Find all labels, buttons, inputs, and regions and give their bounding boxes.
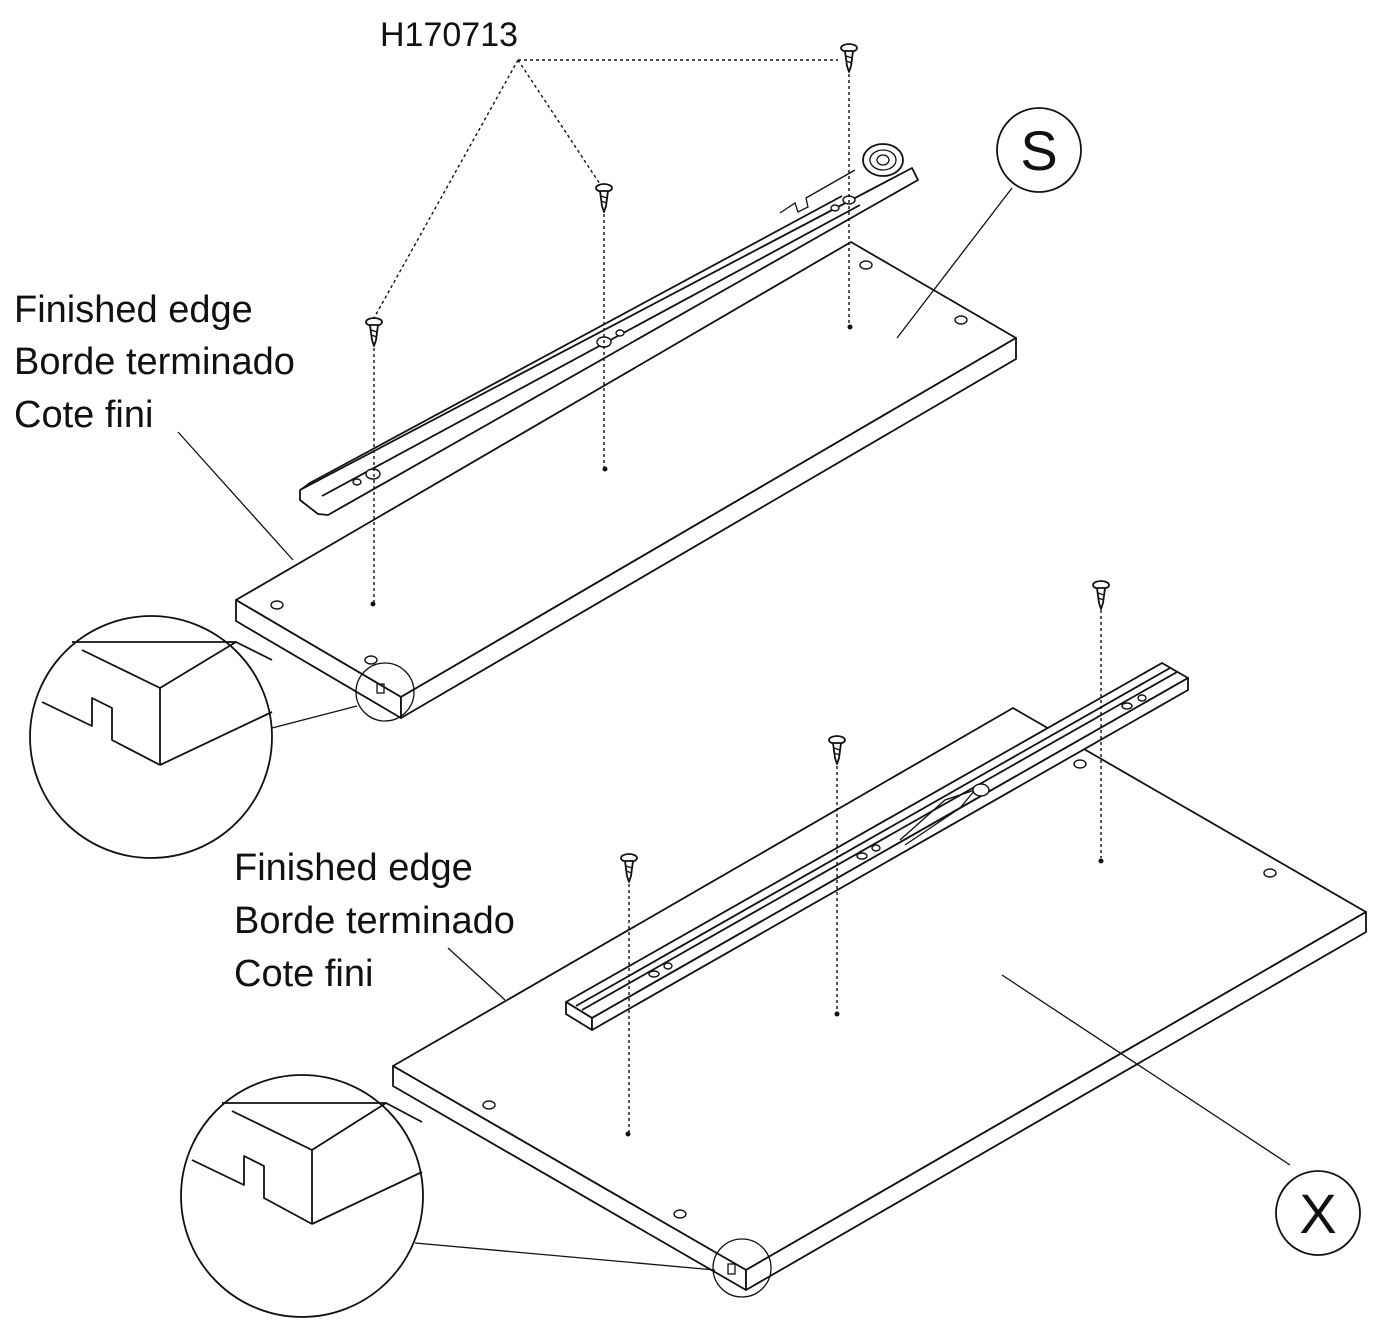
panel-x-hole — [673, 1209, 687, 1219]
panel-s-screw-mark — [847, 324, 853, 330]
slide-upper-hole — [830, 204, 840, 212]
detail-upper-edge — [235, 641, 273, 661]
detail-lower-slot — [191, 1155, 313, 1225]
slide-lower-hole — [663, 962, 673, 970]
leader-lower-edge — [447, 947, 506, 1001]
panel-s-hole — [954, 315, 968, 325]
detail-upper-edge — [159, 711, 273, 766]
slide-lower-hole — [871, 844, 881, 852]
detail-upper-edge — [81, 649, 161, 689]
callout-s-circle — [996, 107, 1082, 193]
roller-wheel-inner — [869, 149, 897, 171]
screw-icon — [828, 735, 846, 765]
leader-upper-detail — [271, 705, 358, 729]
slide-lower-hole — [1121, 702, 1133, 710]
leader-s — [896, 187, 1013, 339]
callout-x-circle — [1275, 1170, 1361, 1256]
panel-x — [392, 707, 1367, 1291]
detail-lower-block — [222, 1102, 387, 1224]
slide-lower-hole — [1137, 694, 1147, 702]
panel-s-hole — [859, 260, 873, 270]
part-number-label: H170713 — [380, 16, 518, 54]
panel-s-screw-mark — [370, 601, 376, 607]
screws — [365, 43, 1110, 883]
slide-upper-edge — [299, 483, 309, 491]
slide-upper-flange — [307, 195, 843, 485]
slide-lower-hole — [648, 970, 660, 978]
slide-lower-hole — [972, 783, 990, 797]
leader-lines — [177, 187, 1291, 1271]
screw-icon — [595, 183, 613, 213]
detail-lower-edge — [311, 1171, 423, 1225]
panel-x-side-edge — [745, 911, 1367, 1291]
panel-s-side-edge — [400, 337, 1017, 719]
lower-edge-label-es: Borde terminado — [234, 900, 515, 942]
screw-icon — [365, 317, 383, 347]
upper-corner-highlight — [355, 662, 415, 722]
slide-lower-groove — [575, 667, 1171, 1007]
detail-upper — [29, 615, 273, 859]
detail-lower — [180, 1074, 424, 1318]
panel-s-screw-mark — [602, 466, 608, 472]
panel-s — [235, 241, 1017, 719]
slide-upper-hole — [352, 478, 362, 486]
leader-x — [1001, 974, 1291, 1166]
panel-x-corner-slot — [727, 1263, 736, 1275]
detail-lower-circle — [180, 1074, 424, 1318]
panel-x-hole — [482, 1100, 496, 1110]
upper-edge-label-es: Borde terminado — [14, 341, 295, 383]
detail-lower-edge — [385, 1102, 423, 1123]
detail-upper-slot — [41, 697, 161, 766]
slide-upper-notch — [779, 169, 856, 214]
panel-x-screw-mark — [625, 1131, 631, 1137]
slide-upper-hole — [615, 329, 625, 337]
slide-upper-flange — [321, 204, 861, 497]
detail-lower-edge — [231, 1110, 313, 1151]
upper-edge-label-fr: Cote fini — [14, 394, 153, 436]
drawer-slide-upper — [299, 143, 919, 516]
screw-icon — [1092, 580, 1110, 610]
detail-upper-block — [72, 641, 237, 765]
callout-x-label: X — [1299, 1182, 1336, 1245]
screw-icon — [840, 43, 858, 73]
slide-lower-hole — [856, 852, 868, 860]
slide-upper-hole — [365, 468, 381, 480]
screw-guide-lines — [373, 59, 1102, 1132]
leader-lower-detail — [414, 1242, 716, 1271]
callout-s-label: S — [1020, 119, 1057, 182]
panel-x-screw-mark — [1098, 858, 1104, 864]
lower-edge-label-en: Finished edge — [234, 847, 473, 889]
lower-edge-label-fr: Cote fini — [234, 953, 373, 995]
lower-corner-highlight — [712, 1238, 772, 1298]
drawer-slide-lower — [565, 662, 1189, 1031]
slide-lower-groove — [581, 671, 1178, 1011]
panel-s-hole — [270, 600, 284, 610]
leader-upper-edge — [177, 431, 294, 561]
upper-edge-label-en: Finished edge — [14, 289, 253, 331]
panel-x-hole — [1073, 759, 1087, 769]
panel-s-corner-slot — [376, 683, 385, 694]
panel-x-hole — [1263, 868, 1277, 878]
detail-upper-circle — [29, 615, 273, 859]
panel-x-top-face — [392, 707, 1367, 1271]
roller-wheel-icon — [862, 143, 904, 177]
roller-wheel-hub — [876, 154, 890, 166]
panel-x-screw-mark — [834, 1011, 840, 1017]
panel-s-hole — [364, 655, 378, 665]
screw-icon — [620, 853, 638, 883]
